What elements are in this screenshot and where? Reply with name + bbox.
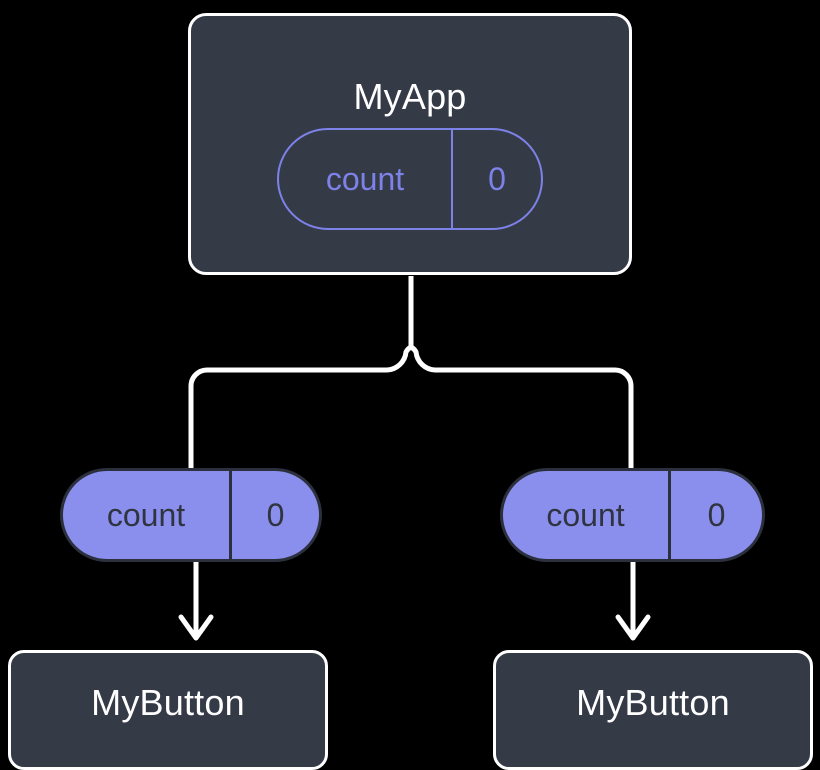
props-pill-left[interactable]: count 0 — [60, 468, 322, 562]
props-pill-right-value: 0 — [707, 497, 726, 533]
props-pill-left-key: count — [63, 471, 232, 559]
wire-branch — [188, 344, 634, 471]
state-pill-myapp-key: count — [279, 130, 453, 228]
component-label-myapp: MyApp — [353, 76, 467, 117]
props-pill-right[interactable]: count 0 — [500, 468, 765, 562]
props-pill-left-value: 0 — [266, 497, 285, 533]
component-node-mybutton-right[interactable]: MyButton — [493, 650, 813, 770]
component-node-mybutton-left[interactable]: MyButton — [8, 650, 328, 770]
state-pill-myapp-value: 0 — [488, 161, 506, 197]
props-pill-right-key: count — [503, 471, 671, 559]
component-label-mybutton-right: MyButton — [576, 682, 730, 723]
component-label-mybutton-left: MyButton — [91, 682, 245, 723]
arrowhead-left-icon — [178, 614, 214, 641]
state-pill-myapp[interactable]: count 0 — [277, 128, 543, 230]
arrowhead-right-icon — [615, 614, 651, 641]
component-node-myapp[interactable]: MyApp — [188, 13, 632, 275]
